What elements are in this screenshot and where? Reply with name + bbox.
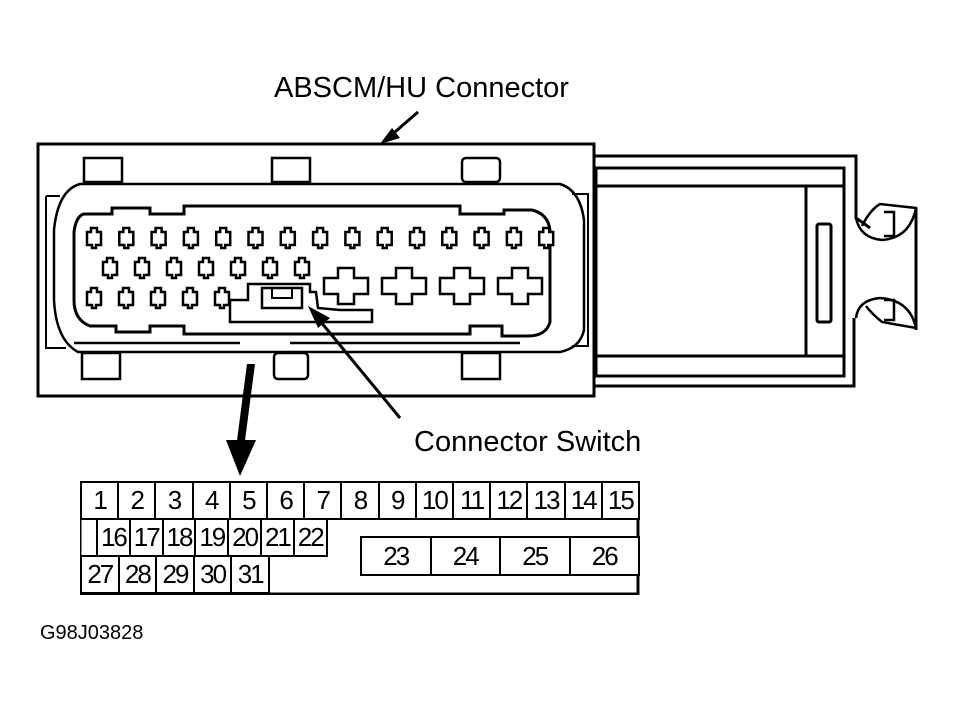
pin-cavity	[118, 226, 135, 250]
pin-cell-28: 28	[117, 555, 158, 594]
pin-cavity	[279, 226, 297, 250]
pin-cavity	[311, 226, 329, 250]
pin-cavity	[344, 226, 361, 250]
bottom-latches	[80, 351, 502, 381]
pin-cell-20: 20	[227, 518, 262, 557]
pin-cavity	[150, 226, 167, 250]
pin-cell-24: 24	[429, 536, 501, 576]
pin-cell-21: 21	[260, 518, 295, 557]
pin-cell-23: 23	[360, 536, 432, 576]
pin-cell-22: 22	[292, 518, 328, 557]
pin-cell-6: 6	[266, 481, 306, 520]
pin-cell-3: 3	[154, 481, 194, 520]
pin-cell-11: 11	[452, 481, 492, 520]
pin-cavity	[85, 286, 103, 310]
large-pin-cavity	[496, 266, 544, 306]
pin-cavity	[441, 226, 458, 250]
pin-cell-10: 10	[414, 481, 454, 520]
connector-switch[interactable]	[228, 282, 374, 324]
pin-cavity	[247, 226, 264, 250]
switch-arrow	[308, 306, 402, 419]
connector-shell	[52, 182, 586, 354]
pin-cell-15: 15	[600, 481, 640, 520]
connector-title: ABSCM/HU Connector	[274, 72, 569, 104]
pin-cell-14: 14	[563, 481, 603, 520]
pin-cell-30: 30	[192, 555, 233, 594]
figure-id: G98J03828	[40, 622, 144, 644]
pin-cell-17: 17	[128, 518, 164, 557]
cavity-row-2	[101, 256, 311, 280]
pin-cell-18: 18	[161, 518, 197, 557]
pin-cavity	[214, 226, 232, 250]
pin-cell-9: 9	[377, 481, 417, 520]
pin-cavity	[117, 286, 135, 310]
cavity-area	[72, 204, 552, 338]
pin-cavity	[213, 286, 231, 310]
pin-cell-16: 16	[96, 518, 131, 557]
pin-cell-2: 2	[117, 481, 157, 520]
pin-cavity	[376, 226, 393, 250]
pinout-arrow	[226, 364, 256, 476]
pin-cavity	[181, 286, 199, 310]
top-latches	[82, 156, 502, 184]
pin-cavity	[133, 256, 151, 280]
pin-cavity	[85, 226, 103, 250]
pin-cell-1: 1	[80, 481, 120, 520]
large-pin-cavity	[438, 266, 486, 306]
pin-cell-5: 5	[228, 481, 268, 520]
connector-housing	[36, 142, 596, 398]
pin-cavity	[408, 226, 426, 250]
pin-cavity	[261, 256, 279, 280]
pin-cell-7: 7	[303, 481, 343, 520]
pin-cavity	[101, 256, 119, 280]
large-cavities	[322, 266, 544, 306]
connector-switch-label: Connector Switch	[414, 426, 642, 458]
pin-cavity	[505, 226, 523, 250]
pin-cell-19: 19	[194, 518, 230, 557]
large-pin-cavity	[380, 266, 428, 306]
large-pin-cavity	[322, 266, 370, 306]
pin-cell-13: 13	[526, 481, 566, 520]
pin-cell-26: 26	[568, 536, 640, 576]
pin-cell-25: 25	[499, 536, 571, 576]
pin-cell-4: 4	[191, 481, 231, 520]
release-clip[interactable]	[854, 202, 918, 330]
pin-cavity	[149, 286, 167, 310]
pin-cavity	[293, 256, 311, 280]
title-arrow	[380, 110, 419, 144]
cavity-row-3	[85, 286, 231, 310]
pin-cell-12: 12	[489, 481, 529, 520]
pin-cavity	[537, 226, 555, 250]
pin-cavity	[182, 226, 200, 250]
pin-cavity	[197, 256, 215, 280]
pin-cavity	[229, 256, 247, 280]
pin-cavity	[473, 226, 490, 250]
pin-cell-8: 8	[340, 481, 380, 520]
connector-extension	[594, 154, 871, 388]
pin-cell-31: 31	[230, 555, 270, 594]
cavity-row-1	[85, 226, 555, 250]
pin-cell-27: 27	[80, 555, 120, 594]
pin-cell-29: 29	[155, 555, 195, 594]
pin-cavity	[165, 256, 183, 280]
